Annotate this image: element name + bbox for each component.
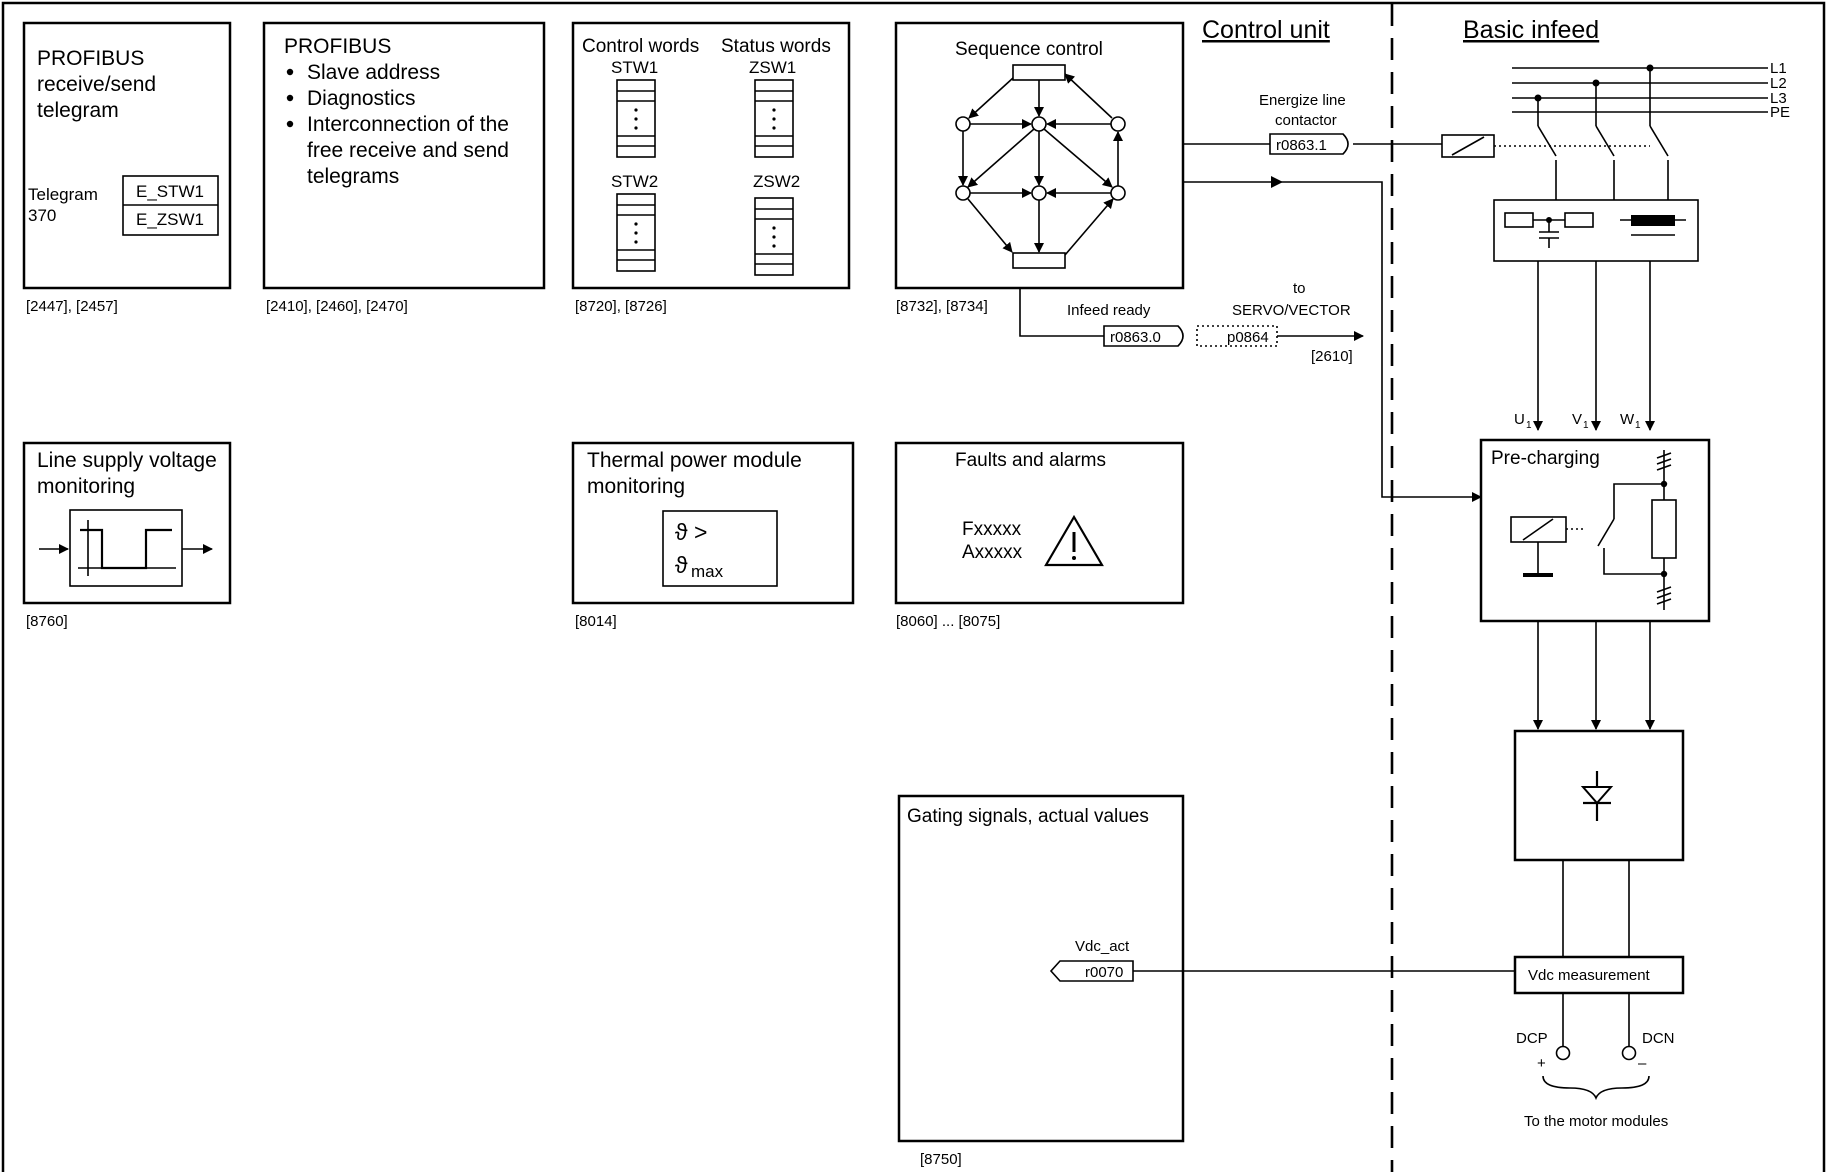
stw1-register <box>616 79 656 158</box>
faults-ref: [8060] ... [8075] <box>896 613 1000 630</box>
faults-alarms-block: Faults and alarms Fxxxxx Axxxxx <box>894 441 1185 605</box>
vdc-measurement-label: Vdc measurement <box>1528 967 1651 984</box>
infeed-ready-param-connector <box>1103 325 1184 347</box>
basic-infeed-heading: Basic infeed <box>1463 16 1599 44</box>
dcp-label: DCP <box>1516 1030 1548 1047</box>
telegram-label: Telegram <box>28 185 98 204</box>
gating-signal: Vdc_act <box>1075 938 1130 955</box>
phase-feeds: U 1 V 1 W 1 <box>1514 261 1655 431</box>
gating-title: Gating signals, actual values <box>907 806 1149 827</box>
stw2-label: STW2 <box>611 172 658 191</box>
bullet-slave-address: Slave address <box>307 61 440 84</box>
infeed-ready-param: r0863.0 <box>1110 329 1161 346</box>
infeed-ready-label: Infeed ready <box>1067 302 1151 319</box>
energize-param-connector <box>1269 133 1349 155</box>
alarm-code: Axxxxx <box>962 542 1023 563</box>
phase-v1-sub: 1 <box>1583 420 1589 431</box>
telegram-number: 370 <box>28 206 56 225</box>
profibus-telegram-ref: [2447], [2457] <box>26 298 118 315</box>
control-words-title: Control words <box>582 36 699 57</box>
line-supply-monitoring-block: Line supply voltage monitoring <box>22 441 232 605</box>
profibus-functions-ref: [2410], [2460], [2470] <box>266 298 408 315</box>
phase-l2: L2 <box>1770 75 1787 92</box>
sequence-control-ref: [8732], [8734] <box>896 298 988 315</box>
thermal-title-2: monitoring <box>587 475 685 498</box>
diode-icon <box>1580 771 1614 821</box>
target-param: p0864 <box>1227 329 1269 346</box>
thermal-monitoring-block: Thermal power module monitoring ϑ > ϑ ma… <box>571 441 855 605</box>
gating-signals-block: Gating signals, actual values Vdc_act r0… <box>897 794 1185 1143</box>
energize-label-1: Energize line <box>1259 92 1346 109</box>
control-unit-heading: Control unit <box>1202 16 1330 44</box>
to-motor-modules-label: To the motor modules <box>1524 1113 1668 1130</box>
phase-v1: V <box>1572 411 1582 428</box>
precharging-title: Pre-charging <box>1491 448 1600 469</box>
gating-param: r0070 <box>1085 964 1123 981</box>
line-supply-title-2: monitoring <box>37 475 135 498</box>
thermal-symbol-sub: max <box>691 562 724 581</box>
thermal-symbol-top: ϑ > <box>675 519 707 545</box>
phase-l1: L1 <box>1770 60 1787 77</box>
warning-icon <box>1044 514 1104 567</box>
sequence-control-block: Sequence control <box>894 21 1185 290</box>
vdc-measurement-block: Vdc measurement <box>1513 955 1685 995</box>
gating-param-connector <box>1049 960 1134 982</box>
dcn-label: DCN <box>1642 1030 1675 1047</box>
zsw2-label: ZSW2 <box>753 172 800 191</box>
sequence-control-title: Sequence control <box>955 39 1103 60</box>
precharging-block: Pre-charging <box>1479 438 1711 623</box>
line-supply-busbars: L1 L2 L3 PE <box>1512 60 1790 126</box>
dc-link-terminals: DCP DCN + – To the motor modules <box>1516 993 1675 1130</box>
phase-l3: L3 <box>1770 90 1787 107</box>
word-e-stw1: E_STW1 <box>136 182 204 201</box>
thermal-ref: [8014] <box>575 613 617 630</box>
line-supply-title-1: Line supply voltage <box>37 449 217 472</box>
zsw1-label: ZSW1 <box>749 58 796 77</box>
bullet-interconnection-1: Interconnection of the <box>307 113 509 136</box>
profibus-functions-title: PROFIBUS <box>284 35 391 58</box>
plus-label: + <box>1537 1055 1546 1072</box>
profibus-telegram-title-3: telegram <box>37 99 119 122</box>
profibus-functions-block: PROFIBUS Slave address Diagnostics Inter… <box>262 21 546 290</box>
energize-label-2: contactor <box>1275 112 1337 129</box>
state-graph <box>955 64 1126 269</box>
phase-pe: PE <box>1770 104 1790 121</box>
line-supply-ref: [8760] <box>26 613 68 630</box>
stw2-register <box>616 193 656 272</box>
to-label: to <box>1293 280 1306 297</box>
phase-u1: U <box>1514 411 1525 428</box>
phase-w1: W <box>1620 411 1635 428</box>
stw1-label: STW1 <box>611 58 658 77</box>
to-target: SERVO/VECTOR <box>1232 302 1351 319</box>
thermal-title-1: Thermal power module <box>587 449 802 472</box>
bullet-diagnostics: Diagnostics <box>307 87 416 110</box>
rectifier-block <box>1513 729 1685 862</box>
thermal-symbol-bottom: ϑ <box>675 552 688 578</box>
faults-title: Faults and alarms <box>955 450 1106 471</box>
control-status-words-block: Control words Status words STW1 ZSW1 STW… <box>571 21 851 290</box>
energize-param: r0863.1 <box>1276 137 1327 154</box>
profibus-telegram-title-1: PROFIBUS <box>37 47 144 70</box>
phase-w1-sub: 1 <box>1635 420 1641 431</box>
bullet-interconnection-2: free receive and send <box>307 139 509 162</box>
line-filter-block <box>1493 199 1699 262</box>
words-ref: [8720], [8726] <box>575 298 667 315</box>
profibus-telegram-block: PROFIBUS receive/send telegram Telegram … <box>22 21 232 290</box>
profibus-telegram-title-2: receive/send <box>37 73 156 96</box>
status-words-title: Status words <box>721 36 831 57</box>
target-ref: [2610] <box>1311 348 1353 365</box>
rectifier-feeds <box>1533 621 1655 730</box>
gating-ref: [8750] <box>920 1151 962 1168</box>
phase-u1-sub: 1 <box>1526 420 1532 431</box>
minus-label: – <box>1638 1055 1647 1072</box>
line-contactor <box>1441 125 1669 200</box>
fault-code: Fxxxxx <box>962 519 1022 540</box>
bullet-interconnection-3: telegrams <box>307 165 399 188</box>
word-e-zsw1: E_ZSW1 <box>136 210 204 229</box>
zsw2-register <box>754 197 794 276</box>
zsw1-register <box>754 79 794 158</box>
